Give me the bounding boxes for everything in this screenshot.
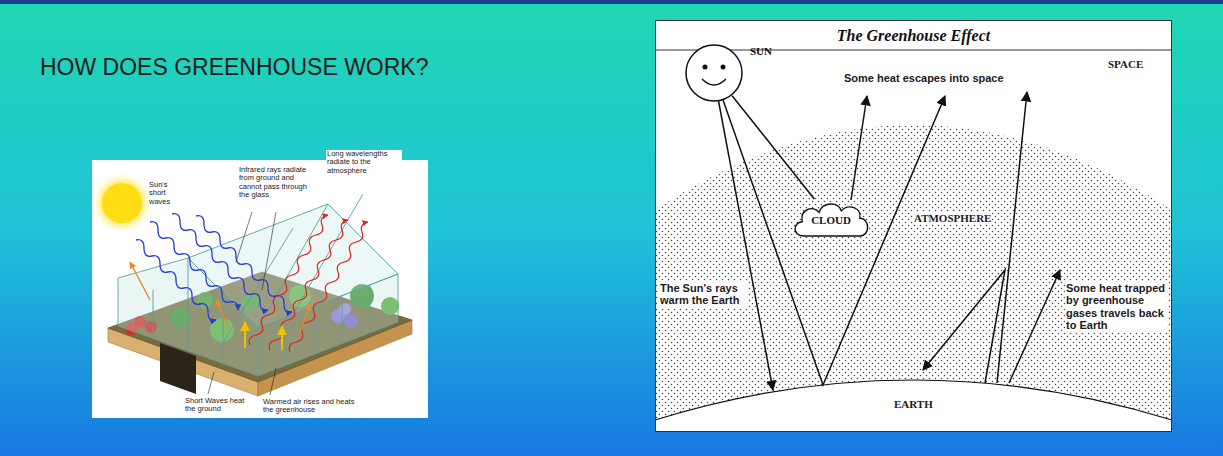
callout-text: Infrared rays radiate from ground and ca… <box>238 166 312 200</box>
heat-arrows-part <box>300 304 310 332</box>
cloud-label: CLOUD <box>811 214 851 226</box>
leader-lines-part <box>208 372 214 394</box>
greenhouse-illustration-part <box>92 173 152 233</box>
arrow-note: The Sun's rays warm the Earth <box>659 282 747 307</box>
leader-lines-part <box>262 212 276 290</box>
callout-text: Warmed air rises and heats the greenhous… <box>262 398 356 415</box>
greenhouse-effect-drawing <box>655 20 1172 432</box>
long-waves <box>249 215 368 352</box>
sun-face <box>684 43 744 103</box>
heat-arrows-part <box>244 322 246 348</box>
sun-outline <box>686 45 742 101</box>
slide-title: HOW DOES GREENHOUSE WORK? <box>40 54 428 81</box>
heat-rays-part <box>1009 270 1060 383</box>
greenhouse-effect-drawing-part <box>655 20 1172 432</box>
cloud-outline <box>791 199 871 241</box>
heat-rays-part <box>997 92 1027 383</box>
callout-text: Long wavelengths radiate to the atmosphe… <box>326 150 402 175</box>
sun-smile <box>702 79 726 85</box>
long-waves-part <box>269 220 348 350</box>
leader-lines-part <box>270 368 276 395</box>
greenhouse-illustration <box>92 160 428 418</box>
short-waves-part <box>150 222 238 310</box>
region-label: SPACE <box>1107 58 1144 70</box>
sun-circle: SUN <box>684 43 744 103</box>
long-waves-part <box>289 222 368 352</box>
heat-arrows-part <box>216 300 230 330</box>
short-waves-part <box>136 240 216 321</box>
heat-rays-part <box>719 101 774 390</box>
sun-eye <box>703 65 708 70</box>
greenhouse-effect-drawing-part <box>655 50 1172 51</box>
callout-text: Short Waves heat the ground <box>184 397 250 414</box>
glass-house-part <box>153 194 370 365</box>
ray-connector <box>732 96 814 199</box>
leader-lines-part <box>236 212 252 262</box>
leader-lines <box>208 212 276 395</box>
heat-arrows-part <box>281 326 283 350</box>
arrow-note: Some heat escapes into space <box>843 72 1005 84</box>
panel-title: The Greenhouse Effect <box>656 27 1171 45</box>
short-waves <box>136 214 292 321</box>
heat-arrows <box>130 262 310 350</box>
greenhouse-illustration-part <box>102 183 142 223</box>
short-waves-part <box>196 216 292 313</box>
region-label: EARTH <box>893 398 934 410</box>
cloud-path <box>795 204 868 236</box>
heat-arrows-part <box>130 262 150 300</box>
arrow-note: Some heat trapped by greenhouse gases tr… <box>1065 282 1167 331</box>
sun-label: SUN <box>750 45 772 57</box>
heat-rays-part <box>851 96 867 200</box>
cloud-shape: CLOUD <box>791 199 871 241</box>
effect-panel: The Greenhouse EffectSUN CLOUD <box>655 20 1172 432</box>
heat-rays-part <box>723 96 945 385</box>
long-waves-part <box>249 215 328 345</box>
callout-text: Sun's short waves <box>148 181 184 206</box>
greenhouse-effect-drawing-part <box>655 380 1172 420</box>
short-waves-part <box>172 214 268 311</box>
sun-eye <box>721 65 726 70</box>
top-bar <box>0 0 1223 4</box>
heat-rays-part <box>923 270 1005 383</box>
region-label: ATMOSPHERE <box>913 212 992 224</box>
glass-house <box>118 194 398 376</box>
heat-rays <box>719 92 1061 390</box>
greenhouse-illustration-part <box>92 160 428 418</box>
